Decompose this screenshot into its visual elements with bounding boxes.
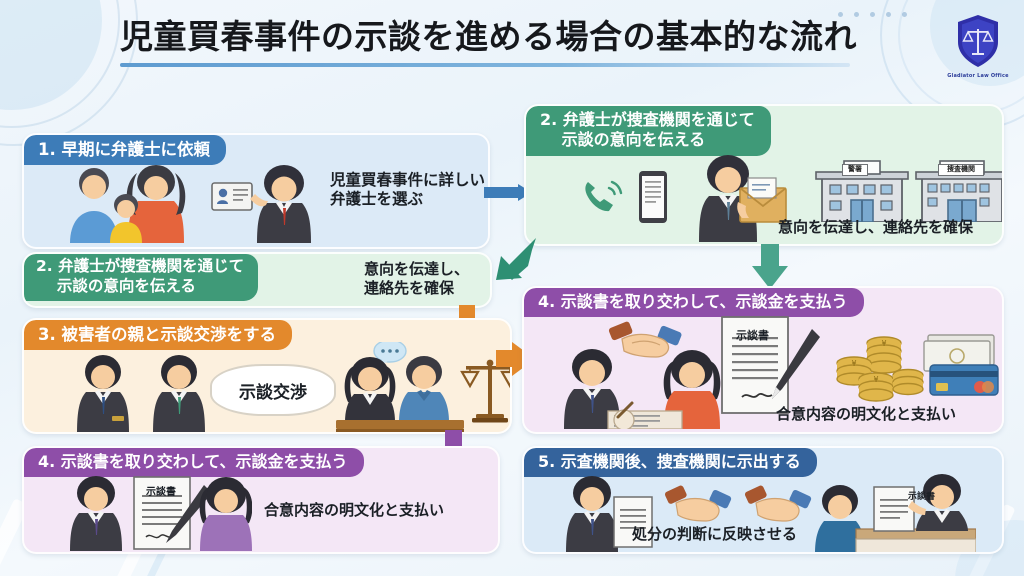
smartphone-icon <box>639 170 667 223</box>
scales-of-justice-icon <box>460 359 510 423</box>
page-title: 児童買春事件の示談を進める場合の基本的な流れ <box>120 17 857 56</box>
brand-logo: Gladiator Law Office <box>946 12 1010 79</box>
card-step4-heading: 4. 示談書を取り交わして、示談金を支払う <box>524 288 864 318</box>
card-step4[interactable]: 4. 示談書を取り交わして、示談金を支払う <box>522 286 1004 434</box>
connector-step2-to-step2repeat <box>496 238 536 280</box>
card-step2-caption: 意向を伝達し、連絡先を確保 <box>778 217 974 236</box>
card-step1[interactable]: 1. 早期に弁護士に依頼 <box>22 133 490 249</box>
bg-arc-topleft-2 <box>0 0 138 146</box>
lawyer-with-id-illustration <box>211 165 311 244</box>
victim-parents-illustration <box>336 342 464 432</box>
logo-text: Gladiator Law Office <box>947 73 1009 79</box>
phone-call-icon <box>585 180 623 212</box>
family-illustration <box>70 165 186 244</box>
card-step3[interactable]: 3. 被害者の親と示談交渉をする 示談交渉 <box>22 318 512 434</box>
svg-text:¥: ¥ <box>873 375 878 384</box>
negotiation-bubble-text: 示談交渉 <box>239 382 307 403</box>
card-step4-repeat-heading: 4. 示談書を取り交わして、示談金を支払う <box>24 448 364 478</box>
negotiation-speech-bubble: 示談交渉 <box>210 364 336 417</box>
building-label-agency: 捜査機関 <box>938 163 984 176</box>
connector-step2-to-step4 <box>752 244 788 289</box>
card-step4-caption: 合意内容の明文化と支払い <box>776 405 957 424</box>
settlement-document-label-step5: 示談書 <box>908 492 936 503</box>
shield-scales-icon <box>958 15 998 67</box>
settlement-document-illustration <box>721 316 820 415</box>
card-step2-repeat-heading: 2. 弁護士が捜査機関を通じて 示談の意向を伝える <box>24 254 259 301</box>
title-block: 児童買春事件の示談を進める場合の基本的な流れ <box>120 18 910 67</box>
card-step2[interactable]: 2. 弁護士が捜査機関を通じて 示談の意向を伝える <box>524 104 1004 246</box>
lawyer-client-document-illustration <box>70 476 252 552</box>
card-step4-repeat[interactable]: 4. 示談書を取り交わして、示談金を支払う <box>22 446 500 554</box>
lawyer-a-illustration <box>77 355 129 432</box>
lawyer-b-illustration <box>153 355 205 432</box>
card-step1-caption: 児童買春事件に詳しい 弁護士を選ぶ <box>330 171 486 209</box>
card-step2-repeat-caption: 意向を伝達し、 連絡先を確保 <box>364 260 470 297</box>
lawyer-with-envelope-illustration <box>699 154 787 242</box>
card-step5-body: 示談書 処分の判断に反映させる <box>524 474 1002 552</box>
settlement-document-label: 示談書 <box>736 329 769 343</box>
card-step3-body: 示談交渉 <box>24 342 510 432</box>
card-step5-caption: 処分の判断に反映させる <box>632 525 798 544</box>
bg-arc-topleft-1 <box>0 0 120 128</box>
card-step1-heading: 1. 早期に弁護士に依頼 <box>24 135 226 166</box>
card-step4-repeat-body: 示談書 合意内容の明文化と支払い <box>24 476 498 552</box>
building-label-police: 警署 <box>842 163 868 176</box>
card-step5-heading: 5. 示査機関後、捜査機関に示出する <box>524 448 817 478</box>
svg-text:¥: ¥ <box>881 339 886 348</box>
coins-stack-icon: ¥ ¥ ¥ <box>836 336 924 403</box>
card-step5[interactable]: 5. 示査機関後、捜査機関に示出する <box>522 446 1004 554</box>
card-step2-repeat[interactable]: 2. 弁護士が捜査機関を通じて 示談の意向を伝える 意向を伝達し、 連絡先を確保 <box>22 252 492 308</box>
card-step2-heading: 2. 弁護士が捜査機関を通じて 示談の意向を伝える <box>526 106 771 156</box>
bills-and-card-icon <box>923 334 999 397</box>
card-step4-repeat-caption: 合意内容の明文化と支払い <box>264 501 445 520</box>
title-underline <box>120 62 850 67</box>
card-step1-body: 児童買春事件に詳しい 弁護士を選ぶ <box>24 165 488 245</box>
card-step4-body: 示談書 <box>524 316 1002 430</box>
settlement-document-label-repeat: 示談書 <box>146 487 176 499</box>
card-step3-heading: 3. 被害者の親と示談交渉をする <box>24 320 292 351</box>
submission-to-agency-illustration <box>566 474 976 552</box>
svg-text:¥: ¥ <box>851 359 856 368</box>
bg-blob-topleft <box>0 0 102 110</box>
card-step2-body: 警署 捜査機関 意向を伝達し、連絡先を確保 <box>526 154 1002 242</box>
settlement-signing-illustration <box>564 322 721 430</box>
